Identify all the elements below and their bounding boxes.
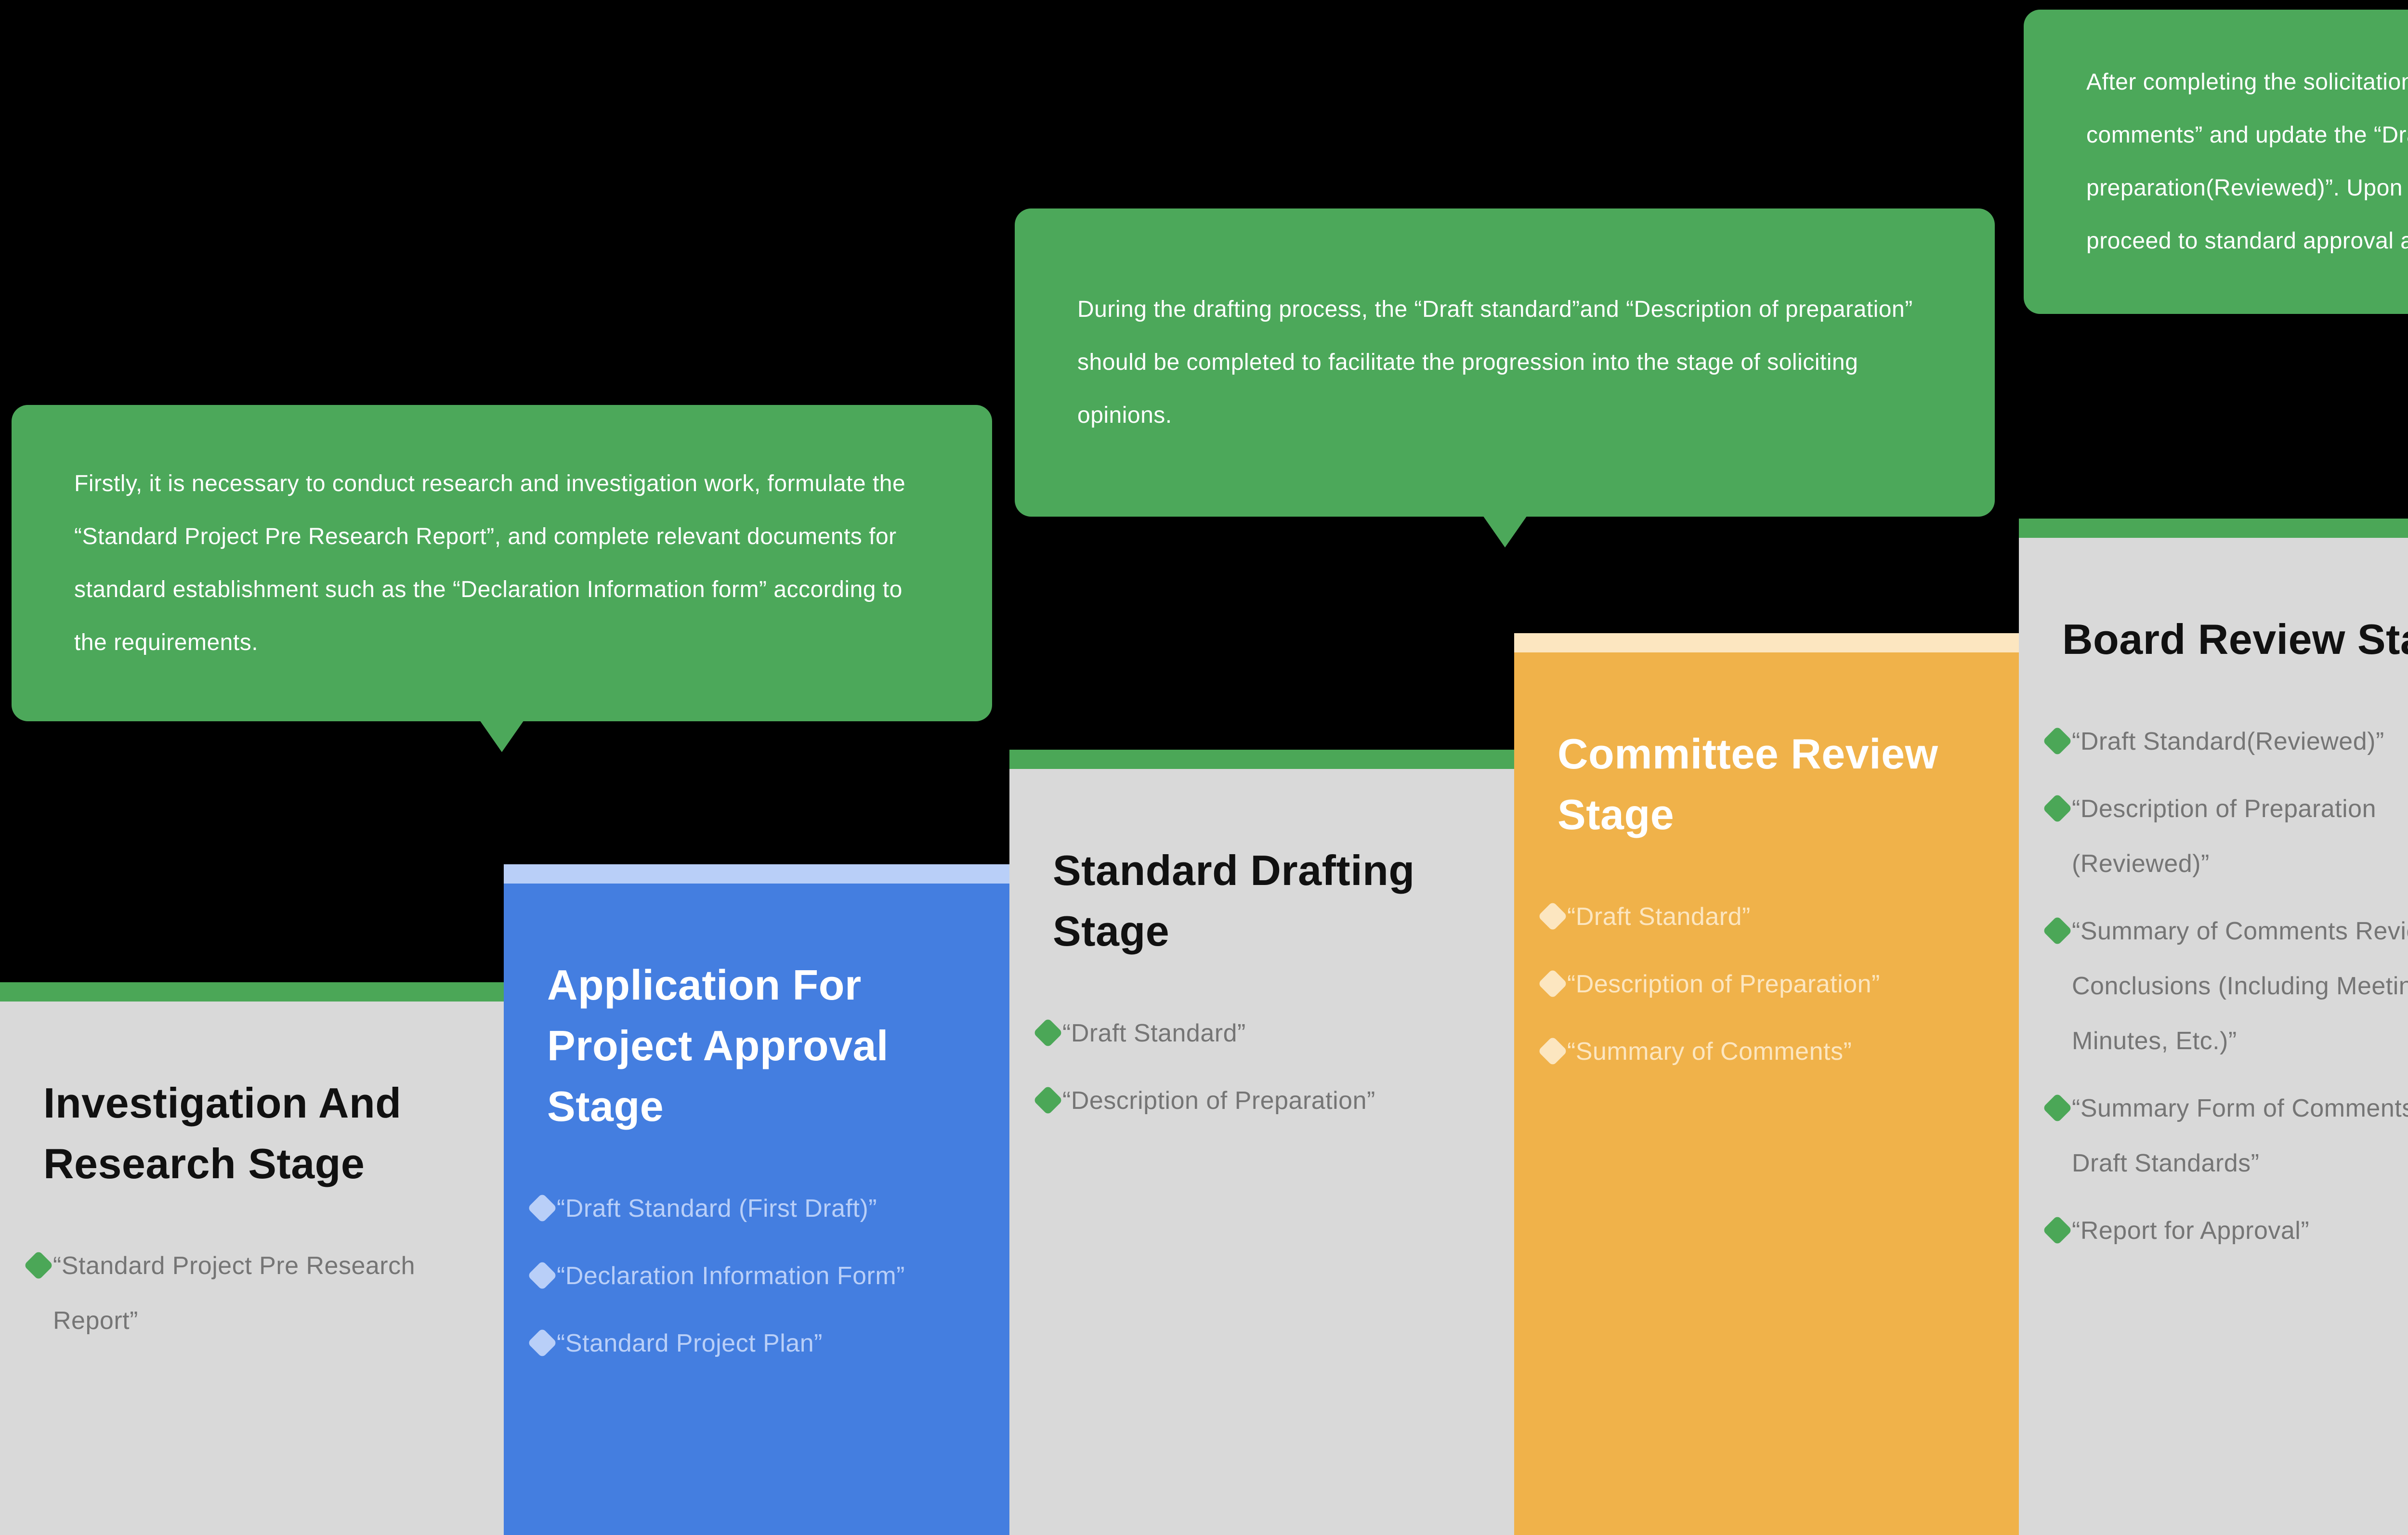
stage-deliverables-list: “Standard Project Pre Research Report” <box>23 1238 489 1348</box>
deliverable-text: “Draft Standard” <box>1062 1019 1246 1047</box>
stage-deliverables-list: “Draft Standard (First Draft)” “Declarat… <box>527 1181 993 1371</box>
callout-pointer-icon <box>480 720 524 752</box>
stage-deliverables-list: “Draft Standard” “Description of Prepara… <box>1537 889 2003 1079</box>
diamond-bullet-icon <box>527 1260 558 1291</box>
deliverable-item: “Description of Preparation (Reviewed)” <box>2042 781 2408 891</box>
diamond-bullet-icon <box>1537 1036 1568 1067</box>
stage-title: Application For Project Approval Stage <box>547 961 889 1130</box>
stage-card-investigation-and-research: Investigation And Research Stage “Standa… <box>0 982 504 1535</box>
stage-deliverables-list: “Draft Standard(Reviewed)” “Description … <box>2042 714 2408 1258</box>
deliverable-text: “Report for Approval” <box>2072 1217 2310 1245</box>
drafting-callout-text: During the drafting process, the “Draft … <box>1077 297 1913 428</box>
deliverable-item: “Summary of Comments” <box>1537 1024 2003 1079</box>
diamond-bullet-icon <box>1033 1017 1063 1048</box>
stage-title: Board Review Stage <box>2062 615 2408 663</box>
stage-deliverables-list: “Draft Standard” “Description of Prepara… <box>1033 1006 1498 1128</box>
deliverable-text: “Draft Standard(Reviewed)” <box>2072 728 2384 755</box>
deliverable-item: “Standard Project Pre Research Report” <box>23 1238 489 1348</box>
deliverable-item: “Draft Standard(Reviewed)” <box>2042 714 2408 769</box>
diamond-bullet-icon <box>2042 915 2073 946</box>
deliverable-item: “Summary of Comments Review Conclusions … <box>2042 904 2408 1068</box>
diamond-bullet-icon <box>2042 793 2073 824</box>
diamond-bullet-icon <box>1033 1085 1063 1116</box>
stage-title: Committee Review Stage <box>1557 730 1938 838</box>
deliverable-text: “Description of Preparation (Reviewed)” <box>2072 795 2377 878</box>
deliverable-text: “Draft Standard (First Draft)” <box>557 1195 877 1223</box>
stage-card-application-for-project-approval: Application For Project Approval Stage “… <box>504 864 1009 1535</box>
diamond-bullet-icon <box>2042 726 2073 756</box>
diamond-bullet-icon <box>1537 901 1568 932</box>
card-top-bar <box>0 982 504 1002</box>
card-top-bar <box>2019 519 2408 538</box>
diamond-bullet-icon <box>23 1250 54 1281</box>
deliverable-item: “Description of Preparation” <box>1033 1073 1498 1128</box>
drafting-callout: During the drafting process, the “Draft … <box>1015 208 1995 547</box>
stage-card-board-review: Board Review Stage “Draft Standard(Revie… <box>2019 519 2408 1535</box>
callout-pointer-icon <box>1482 516 1527 547</box>
deliverable-text: “Standard Project Pre Research Report” <box>53 1252 416 1335</box>
deliverable-text: “Description of Preparation” <box>1062 1087 1375 1115</box>
deliverable-text: “Summary Form of Comments on Draft Stand… <box>2072 1094 2408 1177</box>
deliverable-item: “Draft Standard (First Draft)” <box>527 1181 993 1236</box>
diamond-bullet-icon <box>1537 968 1568 999</box>
stage-title: Standard Drafting Stage <box>1053 846 1415 955</box>
deliverable-item: “Description of Preparation” <box>1537 957 2003 1012</box>
stage-title: Investigation And Research Stage <box>43 1079 402 1187</box>
diamond-bullet-icon <box>527 1193 558 1223</box>
deliverable-text: “Declaration Information Form” <box>557 1262 905 1290</box>
deliverable-item: “Draft Standard” <box>1033 1006 1498 1061</box>
stage-card-standard-drafting: Standard Drafting Stage “Draft Standard”… <box>1009 750 1514 1535</box>
card-top-bar <box>504 864 1009 884</box>
deliverable-text: “Draft Standard” <box>1567 903 1751 931</box>
deliverable-text: “Summary of Comments Review Conclusions … <box>2072 917 2408 1055</box>
review-callout-text: After completing the solicitation of opi… <box>2086 69 2408 254</box>
deliverable-text: “Description of Preparation” <box>1567 970 1880 998</box>
diamond-bullet-icon <box>2042 1093 2073 1123</box>
card-top-bar <box>1009 750 1514 769</box>
deliverable-item: “Declaration Information Form” <box>527 1249 993 1303</box>
deliverable-item: “Draft Standard” <box>1537 889 2003 944</box>
deliverable-item: “Summary Form of Comments on Draft Stand… <box>2042 1081 2408 1191</box>
diamond-bullet-icon <box>2042 1215 2073 1246</box>
review-callout: After completing the solicitation of opi… <box>2024 10 2408 314</box>
investigation-callout-text: Firstly, it is necessary to conduct rese… <box>74 470 906 655</box>
deliverable-text: “Summary of Comments” <box>1567 1038 1852 1066</box>
deliverable-item: “Standard Project Plan” <box>527 1316 993 1371</box>
deliverable-item: “Report for Approval” <box>2042 1203 2408 1258</box>
deliverable-text: “Standard Project Plan” <box>557 1329 823 1357</box>
diamond-bullet-icon <box>527 1327 558 1358</box>
investigation-callout: Firstly, it is necessary to conduct rese… <box>12 405 992 752</box>
card-top-bar <box>1514 633 2019 652</box>
stage-card-committee-review: Committee Review Stage “Draft Standard” … <box>1514 633 2019 1535</box>
